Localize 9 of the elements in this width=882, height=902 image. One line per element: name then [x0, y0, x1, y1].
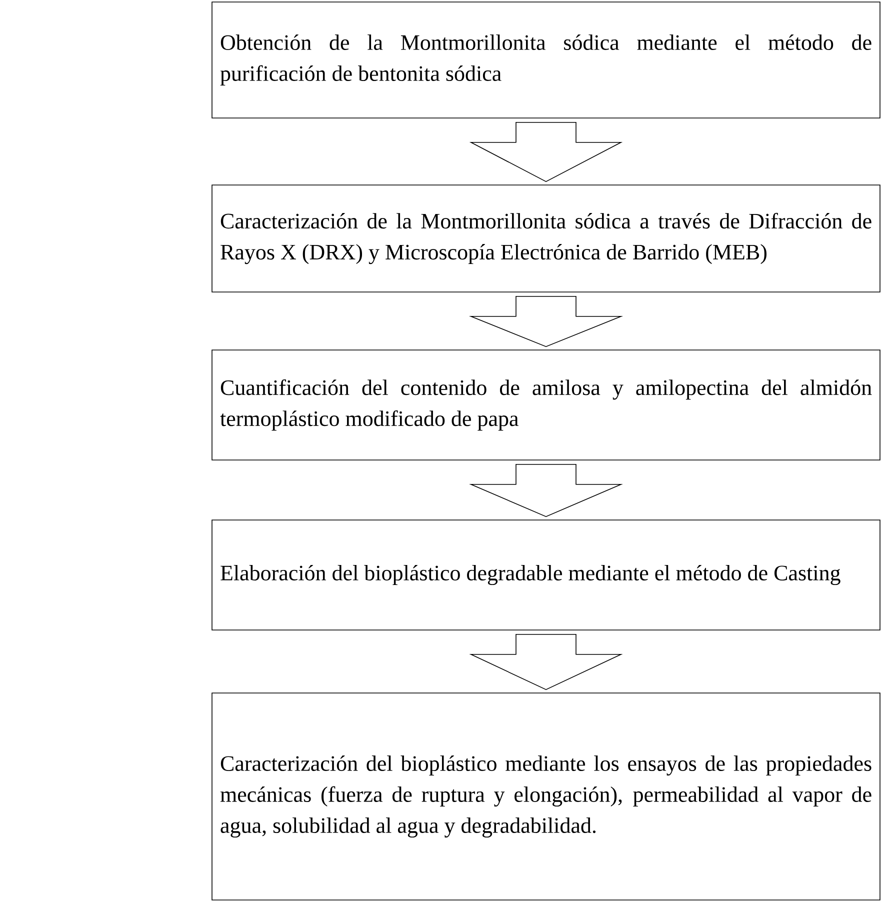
process-box: Caracterización de la Montmorillonita sódica a través de Difracción de Rayos X (DRX) y Microscopía Electrónica de Barrido (MEB) [212, 184, 880, 292]
block-arrow [469, 464, 623, 518]
process-box: Elaboración del bioplástico degradable mediante el método de Casting [212, 520, 880, 630]
block-arrow [469, 122, 623, 182]
block-arrow [469, 634, 623, 690]
process-box: Obtención de la Montmorillonita sódica mediante el método de purificación de bentonita sódica [212, 2, 880, 118]
process-box: Caracterización del bioplástico mediante los ensayos de las propiedades mecánicas (fuerza de ruptura y elongación), permeabilidad al vapor de agua, solubilidad al agua y degradabilidad. [212, 692, 880, 900]
block-arrow [468, 296, 624, 348]
process-box: Cuantificación del contenido de amilosa y amilopectina del almidón termoplástico modificado de papa [212, 350, 880, 460]
